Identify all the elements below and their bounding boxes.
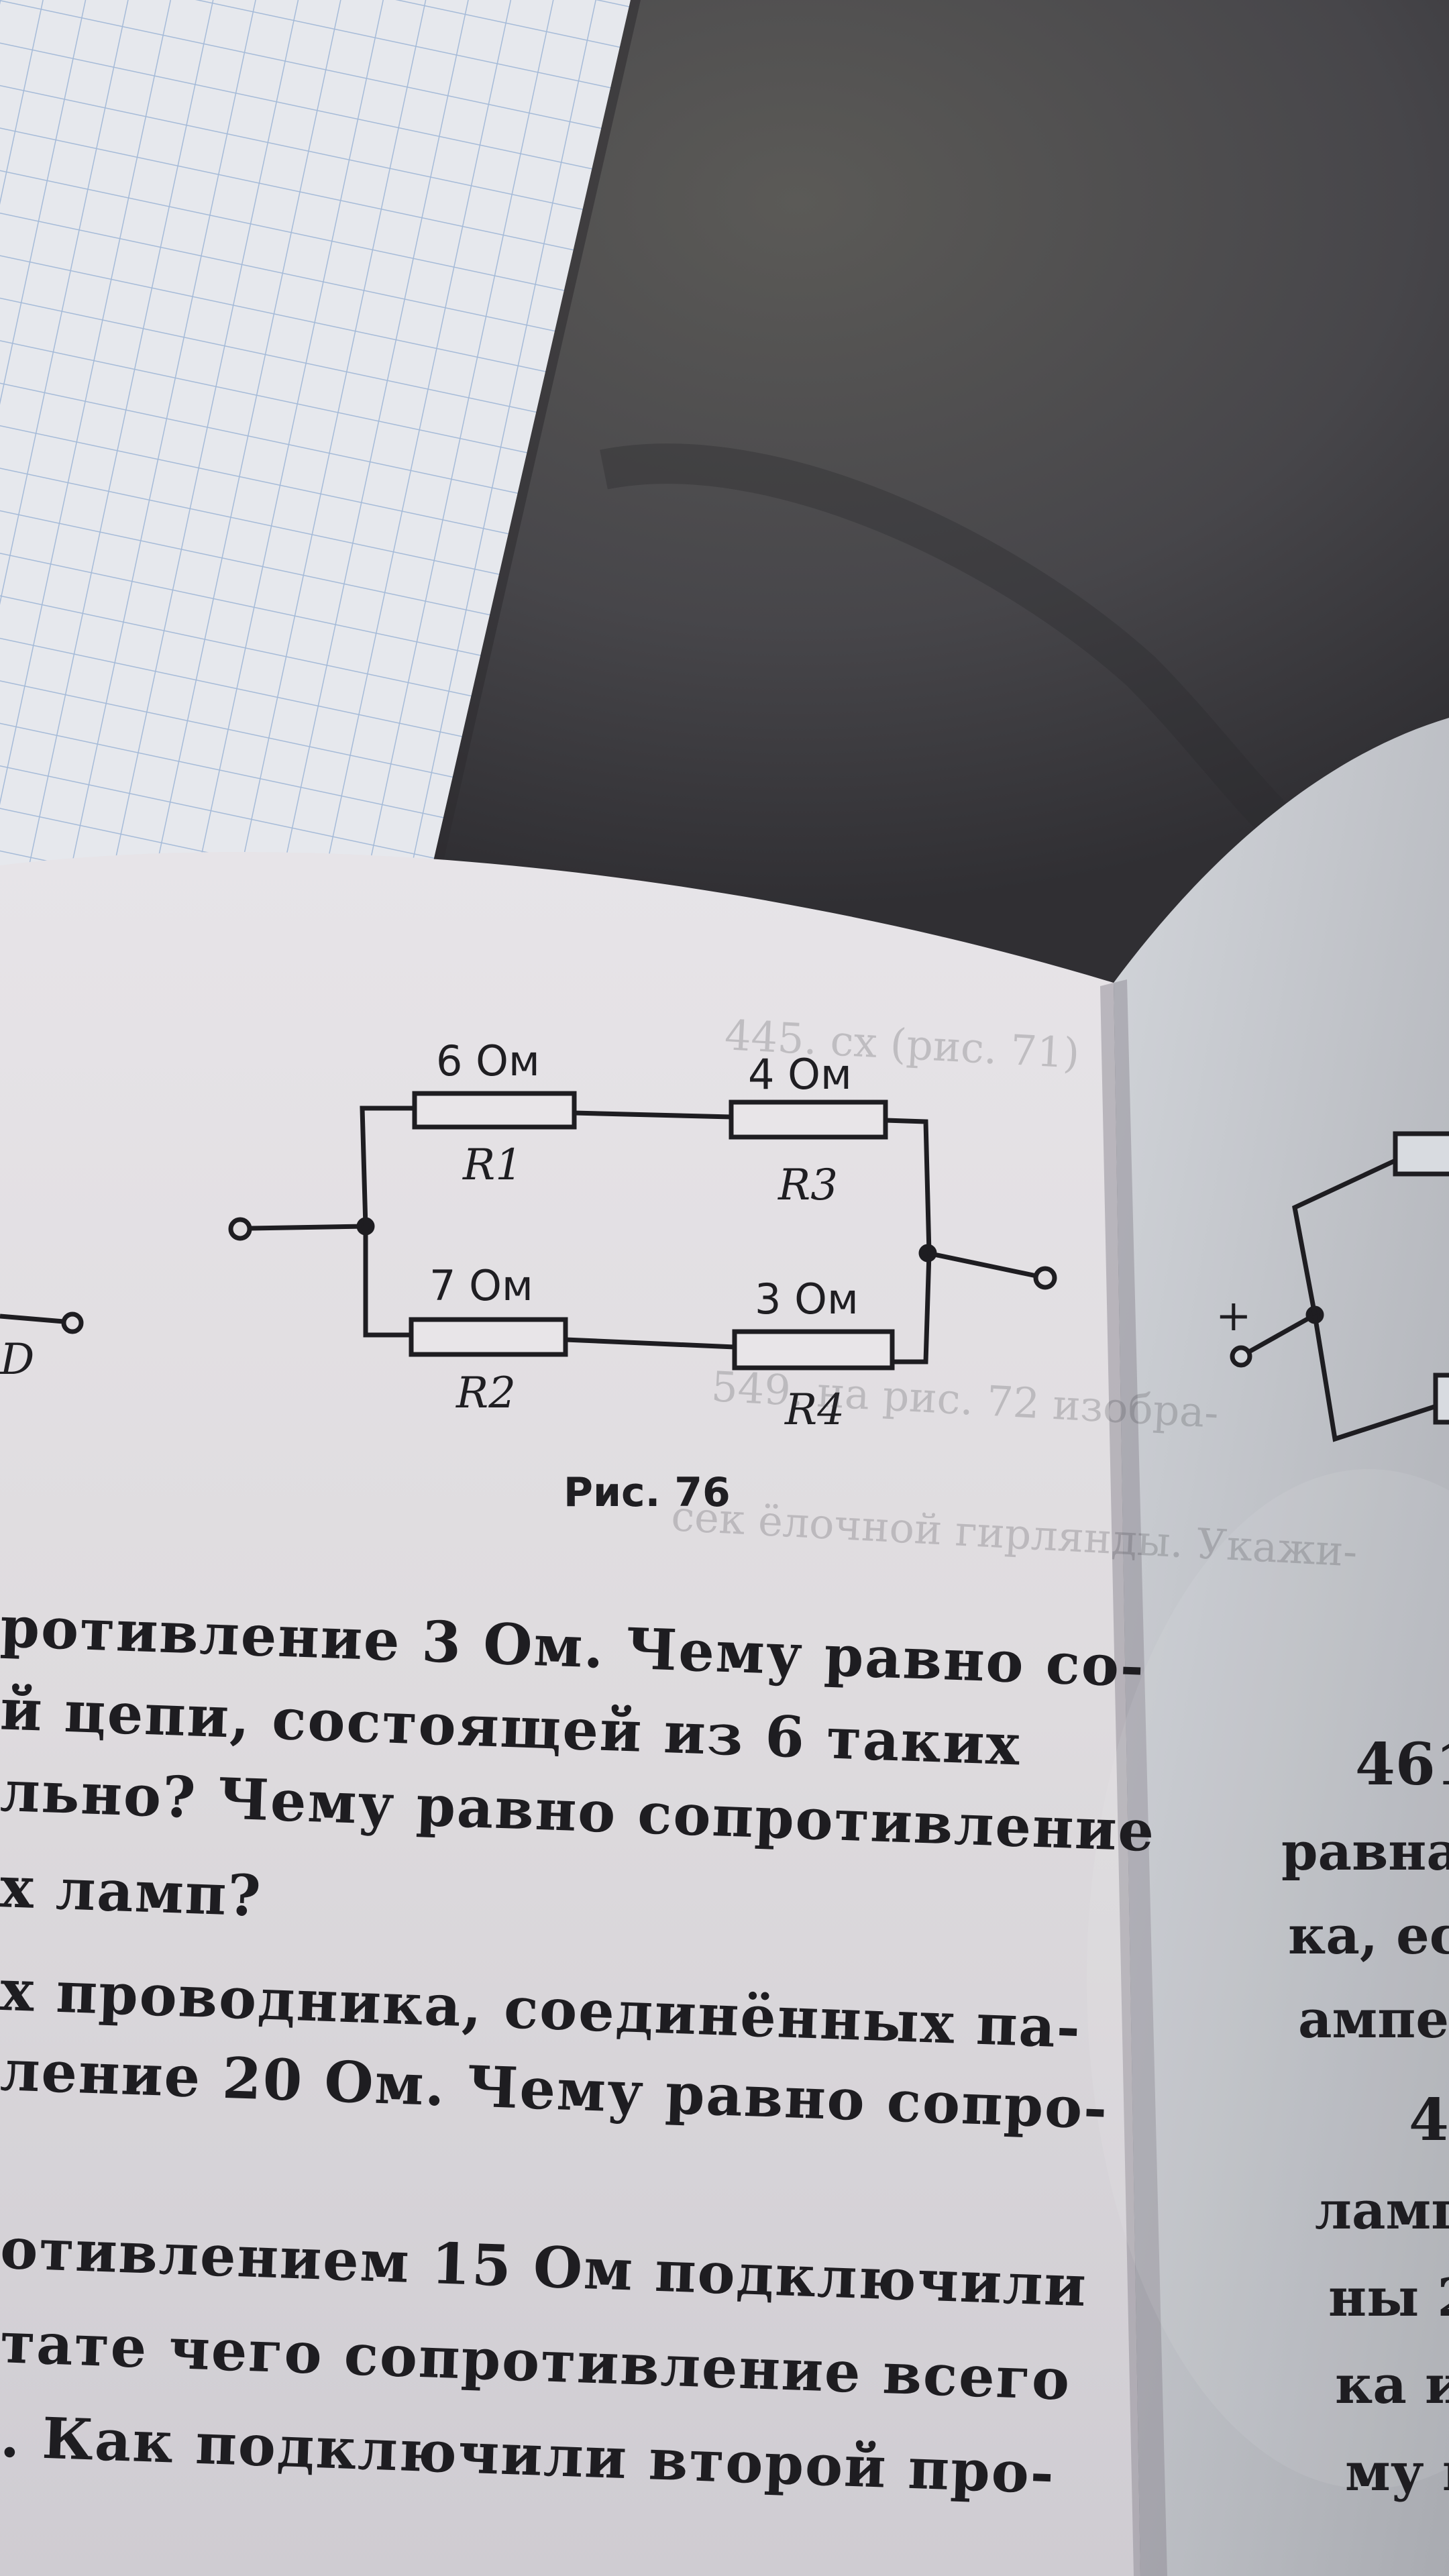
right-page-resistor-top	[1393, 1131, 1449, 1177]
wire-r1-r3	[574, 1110, 732, 1120]
resistor-r2	[409, 1317, 568, 1357]
right-problem-number: 461	[1355, 1731, 1449, 1799]
left-partial-circuit	[0, 1311, 84, 1334]
right-rail-lower	[892, 1252, 932, 1364]
fabric-fold	[600, 443, 1352, 890]
right-line-2: ка, ес.	[1288, 1905, 1449, 1966]
grid-notebook	[0, 0, 631, 899]
left-rail	[360, 1106, 415, 1227]
left-book-page	[0, 852, 1140, 2576]
notebook-edge-shadow	[429, 0, 641, 879]
left-terminal	[228, 1217, 252, 1241]
right-page-terminal	[1230, 1345, 1252, 1368]
r4-name-label: R4	[785, 1385, 845, 1435]
resistor-r1	[412, 1091, 577, 1130]
right-line-8: му п	[1345, 2442, 1449, 2503]
right-line-4: 4	[1409, 2086, 1449, 2154]
right-terminal	[1033, 1266, 1057, 1290]
right-book-page	[1114, 718, 1449, 2576]
figure-caption: Рис. 76	[564, 1469, 731, 1516]
r2-value-label: 7 Ом	[429, 1261, 533, 1310]
right-line-6: ны 2	[1328, 2267, 1449, 2328]
right-line-1: равна	[1281, 1821, 1449, 1882]
body-line-4: х ламп?	[0, 1854, 264, 1929]
right-plus-sign: +	[1216, 1291, 1252, 1341]
right-lead	[927, 1250, 1037, 1279]
wire-r2-r4	[565, 1337, 735, 1350]
book-gutter	[1100, 979, 1167, 2576]
right-page-resistor-bottom	[1433, 1373, 1449, 1425]
resistor-r3	[729, 1099, 888, 1140]
right-line-7: ка и	[1335, 2355, 1449, 2416]
r2-name-label: R2	[456, 1368, 516, 1418]
left-edge-label: D	[0, 1335, 35, 1385]
resistor-r4	[732, 1329, 895, 1371]
r3-value-label: 4 Ом	[748, 1050, 852, 1099]
right-line-3: ампер	[1298, 1989, 1449, 2050]
r1-name-label: R1	[463, 1140, 523, 1190]
right-rail	[885, 1118, 932, 1254]
r4-value-label: 3 Ом	[755, 1275, 859, 1324]
left-rail-lower	[363, 1226, 411, 1338]
r1-value-label: 6 Ом	[436, 1036, 540, 1085]
right-line-5: ламп	[1315, 2180, 1449, 2241]
right-page-circuit	[1230, 1131, 1449, 1442]
left-lead	[249, 1224, 366, 1231]
r3-name-label: R3	[778, 1161, 838, 1210]
circuit-diagram	[228, 1091, 1057, 1371]
page-glare	[1087, 1469, 1449, 2489]
